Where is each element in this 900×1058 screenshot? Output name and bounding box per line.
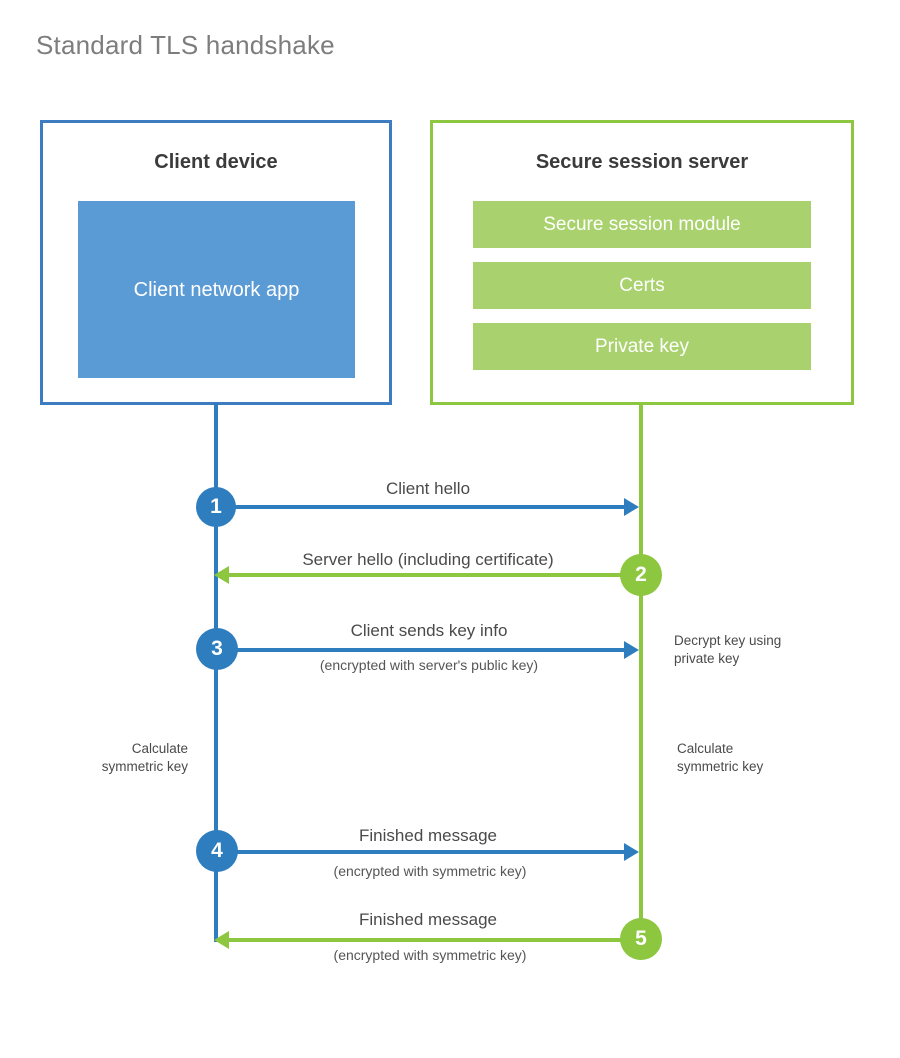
step-4-arrow-head-icon	[624, 843, 639, 861]
server-calculate-symmetric-key-note: Calculate symmetric key	[677, 741, 764, 775]
step-4-arrow-line	[218, 850, 626, 854]
step-5-arrow-head-icon	[214, 931, 229, 949]
step-4-marker[interactable]: 4	[196, 830, 238, 872]
server-decrypt-note: Decrypt key using private key	[674, 633, 782, 667]
step-3-label: Client sends key info	[350, 621, 508, 640]
step-5-arrow-line	[228, 938, 628, 942]
step-3-arrow-line	[218, 648, 626, 652]
step-1-arrow-head-icon	[624, 498, 639, 516]
page-title: Standard TLS handshake	[36, 30, 335, 60]
server-component-certs: Certs	[473, 262, 811, 309]
step-1-label: Client hello	[385, 479, 471, 498]
step-1-arrow-line	[216, 505, 626, 509]
secure-session-server-box: Secure session server Secure session mod…	[430, 120, 854, 405]
step-2-arrow-line	[228, 573, 628, 577]
client-lifeline	[214, 403, 218, 942]
step-2-marker[interactable]: 2	[620, 554, 662, 596]
step-1-marker[interactable]: 1	[196, 487, 236, 527]
step-4-label: Finished message	[359, 826, 497, 845]
client-calculate-symmetric-key-note: Calculate symmetric key	[101, 741, 188, 775]
step-3-arrow-head-icon	[624, 641, 639, 659]
step-2-arrow-head-icon	[214, 566, 229, 584]
server-component-stack: Secure session module Certs Private key	[473, 201, 811, 370]
step-4-sublabel: (encrypted with symmetric key)	[333, 863, 527, 879]
step-2-label: Server hello (including certificate)	[302, 550, 554, 569]
step-5-marker[interactable]: 5	[620, 918, 662, 960]
secure-session-server-title: Secure session server	[535, 151, 749, 173]
client-device-box: Client device Client network app	[40, 120, 392, 405]
client-network-app-block: Client network app	[78, 201, 355, 378]
server-lifeline	[639, 403, 643, 939]
step-3-sublabel: (encrypted with server's public key)	[319, 657, 539, 673]
step-5-label: Finished message	[359, 910, 497, 929]
server-component-secure-session-module: Secure session module	[473, 201, 811, 248]
step-3-marker[interactable]: 3	[196, 628, 238, 670]
step-5-sublabel: (encrypted with symmetric key)	[333, 947, 527, 963]
server-component-private-key: Private key	[473, 323, 811, 370]
client-device-title: Client device	[154, 151, 278, 173]
